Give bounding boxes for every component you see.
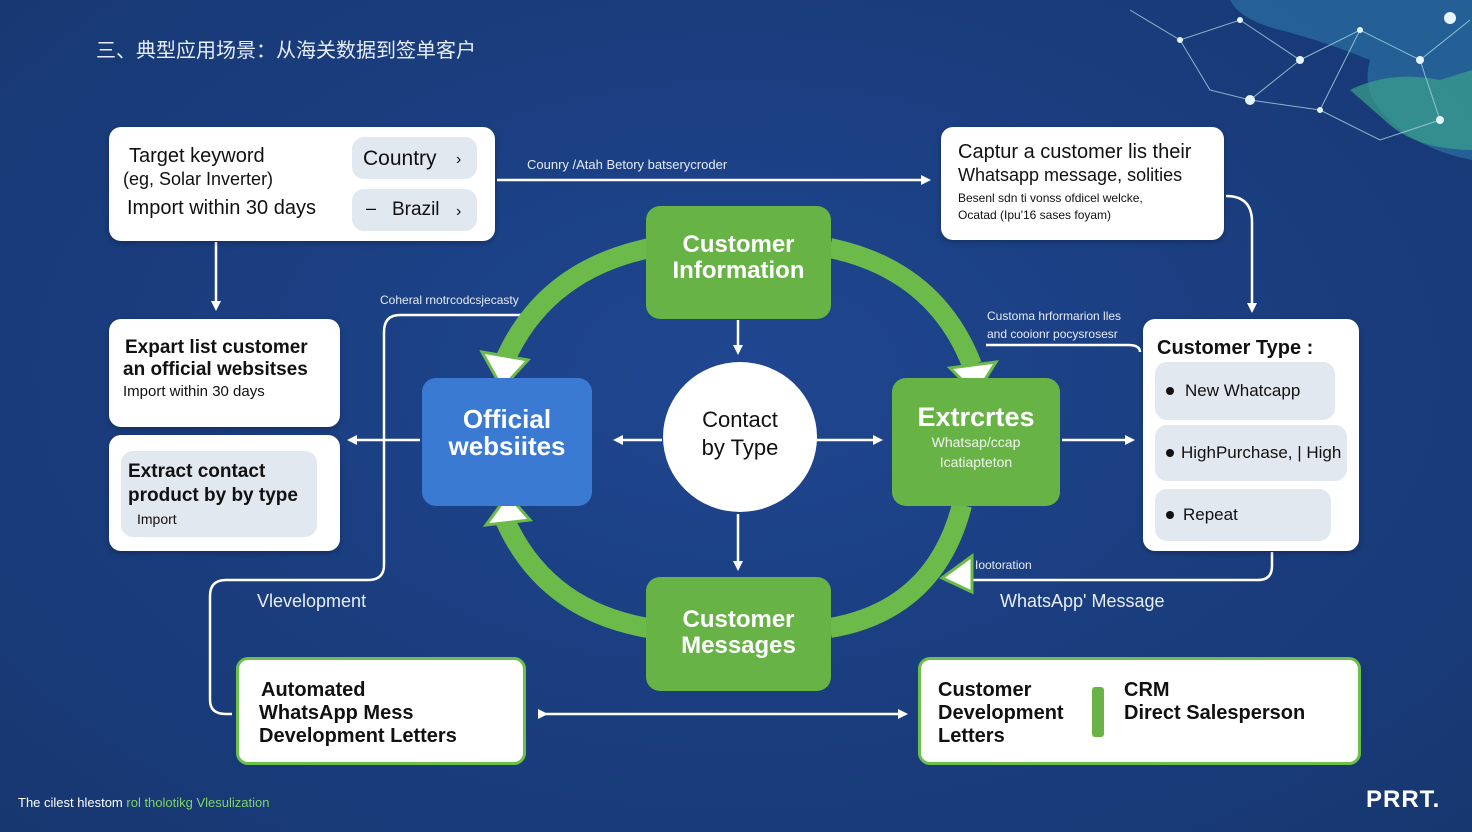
customer-type-card: Customer Type : New Whatcapp HighPurchas… [1143, 319, 1359, 551]
extract-node-title: Extrcrtes [917, 402, 1035, 432]
capture-customer-card: Captur a customer lis their Whatsapp mes… [941, 127, 1224, 240]
customer-info-line-1: Customer [682, 231, 795, 258]
customer-type-repeat: Repeat [1183, 505, 1238, 524]
crm-card: Customer Development Letters CRM Direct … [918, 657, 1361, 765]
messages-line-2: Messages [681, 632, 796, 659]
example-keyword: (eg, Solar Inverter) [123, 169, 274, 189]
customer-type-high: HighPurchase, | High [1181, 443, 1342, 462]
extract-line-2: product by by type [128, 485, 298, 506]
country-label: Country [363, 147, 437, 170]
extract-node-sub-2: Icatiapteton [939, 454, 1013, 470]
export-line-3: Import within 30 days [123, 383, 265, 400]
capture-line-1: Captur a customer lis their [958, 141, 1192, 163]
official-line-2: websiites [448, 431, 566, 461]
messages-line-1: Customer [682, 606, 795, 633]
footer-caption-a: The cilest hlestom [18, 795, 123, 810]
extract-line-1: Extract contact [128, 461, 266, 482]
crm-right-line-2: Direct Salesperson [1124, 702, 1306, 724]
crm-divider [1092, 687, 1104, 737]
customer-type-item[interactable]: Repeat [1155, 489, 1331, 541]
customer-info-line-2: Information [672, 257, 805, 284]
automated-line-2: WhatsApp Mess [259, 702, 414, 724]
development-label: Vlevelopment [257, 591, 367, 611]
page-title: 三、典型应用场景：从海关数据到签单客户 [96, 38, 476, 62]
left-loop-label: Coheral rnotrcodcsjecasty [380, 293, 519, 307]
official-websites-node: Official websiites [422, 378, 592, 506]
right-loop-label-2: and cooionr pocysrosesr [987, 327, 1118, 341]
extract-node: Extrcrtes Whatsap/ccap Icatiapteton [892, 378, 1060, 506]
chevron-right-icon: › [456, 151, 462, 168]
crm-left-line-3: Letters [938, 725, 1005, 747]
brand-logo: PRRT. [1366, 786, 1441, 813]
export-line-2: an official websitses [123, 359, 308, 380]
customer-type-title: Customer Type : [1157, 337, 1314, 359]
bullet-icon [1166, 387, 1174, 395]
extract-line-3: Import [137, 511, 177, 527]
customer-messages-node: Customer Messages [646, 577, 831, 691]
crm-right-line-1: CRM [1124, 679, 1170, 701]
capture-line-4: Ocatad (Ipu'16 sases foyam) [958, 208, 1112, 222]
customer-type-new: New Whatcapp [1185, 381, 1301, 400]
lootoration-label: Iootoration [975, 558, 1032, 572]
official-line-1: Official [462, 404, 552, 434]
crm-left-line-1: Customer [938, 679, 1032, 701]
right-loop-label-1: Customa hrformarion lles [987, 309, 1122, 323]
contact-by-type-node: Contact by Type [663, 362, 817, 512]
extract-contact-card: Extract contact product by by type Impor… [109, 435, 340, 551]
search-criteria-card: Target keyword (eg, Solar Inverter) Impo… [109, 127, 495, 241]
customer-information-node: Customer Information [646, 206, 831, 319]
bullet-icon [1166, 511, 1174, 519]
whatsapp-message-label: WhatsApp' Message [1000, 591, 1165, 611]
target-keyword-label: Target keyword [129, 145, 265, 167]
top-arrow-label: Counry /Atah Betory batserycroder [527, 157, 728, 172]
bullet-icon [1166, 449, 1174, 457]
export-list-card: Expart list customer an official websits… [109, 319, 340, 427]
network-decoration [1129, 0, 1472, 160]
capture-line-2: Whatsapp message, solities [958, 165, 1183, 185]
contact-line-2: by Type [701, 435, 779, 460]
customer-type-item[interactable]: HighPurchase, | High [1155, 425, 1347, 481]
dash-icon: – [366, 198, 377, 218]
export-line-1: Expart list customer [125, 337, 308, 358]
import-window-label: Import within 30 days [127, 197, 316, 219]
brazil-label: Brazil [392, 199, 440, 220]
extract-contact-panel: Extract contact product by by type Impor… [121, 451, 317, 537]
automated-whatsapp-card: Automated WhatsApp Mess Development Lett… [236, 657, 526, 765]
capture-line-3: Besenl sdn ti vonss ofdicel welcke, [958, 191, 1143, 205]
automated-line-1: Automated [261, 679, 366, 701]
crm-left-line-2: Development [938, 702, 1064, 724]
contact-line-1: Contact [702, 407, 778, 432]
automated-line-3: Development Letters [259, 725, 457, 747]
footer-caption-b: rol tholotikg Vlesulization [126, 795, 270, 810]
customer-type-item[interactable]: New Whatcapp [1155, 362, 1335, 420]
brazil-select[interactable]: – Brazil › [352, 189, 477, 231]
footer-caption: The cilest hlestom rol tholotikg Vlesuli… [18, 795, 269, 810]
extract-node-sub-1: Whatsap/ccap [931, 434, 1021, 450]
country-select[interactable]: Country › [352, 137, 477, 179]
chevron-right-icon: › [456, 203, 462, 220]
